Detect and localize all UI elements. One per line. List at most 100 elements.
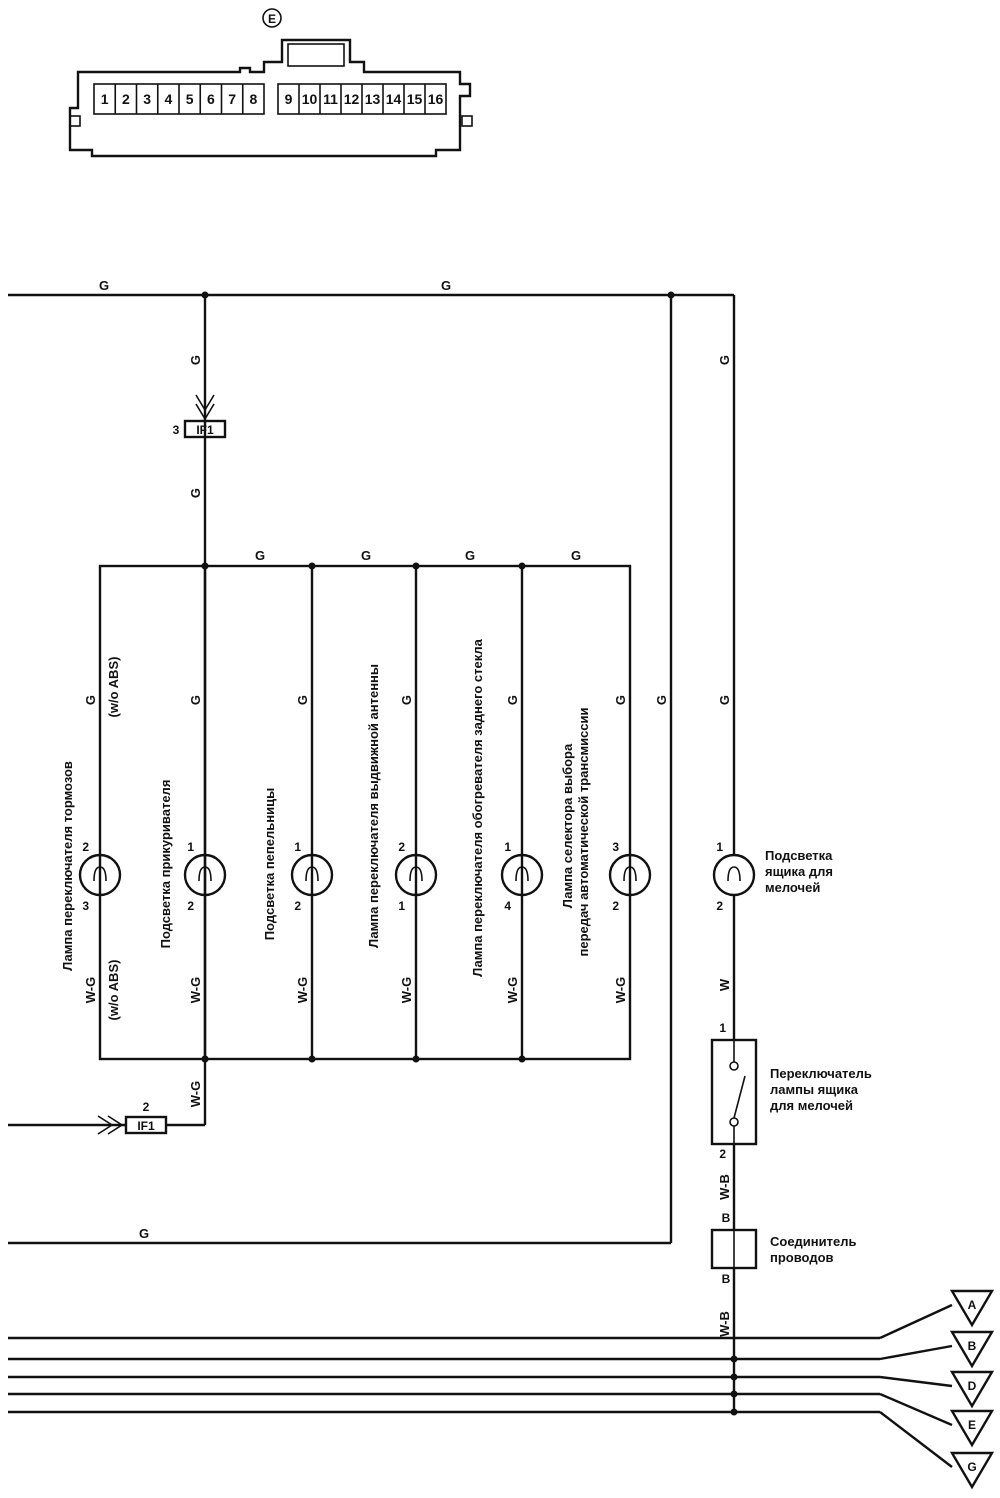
ground-wire-bend [879, 1411, 953, 1468]
lamp-pin-top: 2 [398, 840, 405, 854]
ground-point-label: E [968, 1418, 976, 1432]
connector-pin-label: 3 [143, 91, 151, 107]
wire-label-right-upper: G [717, 355, 732, 365]
lamp-bulb-icon [608, 853, 652, 897]
wire-connector-line1: Соединитель [770, 1234, 857, 1249]
lamp-pin-top: 1 [504, 840, 511, 854]
junction-if1-bottom-pin: 2 [143, 1100, 150, 1114]
ground-triangle-icon [949, 1289, 995, 1328]
glovebox-lamp-pin-bottom: 2 [716, 899, 723, 913]
ground-wire-bend [879, 1344, 953, 1361]
lamp-pin-bottom: 2 [187, 899, 194, 913]
connector-pin-label: 15 [407, 91, 423, 107]
glovebox-lamp-line3: мелочей [765, 880, 820, 895]
junction-dot [201, 562, 209, 570]
junction-dot [308, 562, 316, 570]
glovebox-switch-pin-bottom: 2 [719, 1147, 726, 1161]
wire-label-return: W-G [188, 1081, 203, 1107]
wire-label-branch-g: G [188, 695, 203, 705]
wire-label-wo-abs-top: (w/o ABS) [106, 657, 121, 718]
ground-triangle-icon [949, 1330, 995, 1369]
ground-wire-bend [879, 1303, 953, 1340]
connector-letter: E [268, 12, 276, 26]
switch-blade-icon [733, 1075, 746, 1119]
junction-if1-bottom-id: IF1 [137, 1119, 155, 1133]
ground-point-label: D [968, 1379, 977, 1393]
junction-dot [730, 1390, 738, 1398]
wire-label-bus: G [571, 548, 581, 563]
wire-label-branch-wg: W-G [505, 977, 520, 1003]
connector-tab-left [69, 115, 81, 127]
lamp-name-brake: Лампа переключателя тормозов [60, 761, 75, 971]
lamp-name-cigarette: Подсветка прикуривателя [158, 780, 173, 949]
junction-dot [518, 562, 526, 570]
ground-triangle-icon [949, 1451, 995, 1490]
wire-label-feed-lower: G [188, 488, 203, 498]
connector-pin-label: 13 [365, 91, 381, 107]
connector-pin-label: 9 [285, 91, 293, 107]
lamp-pin-bottom: 1 [398, 899, 405, 913]
arrow-icon [195, 394, 215, 412]
ground-point-label: A [968, 1298, 977, 1312]
connector-pin-label: 14 [386, 91, 402, 107]
lamp-filament-icon [93, 866, 107, 882]
connector-pin-label: 7 [228, 91, 236, 107]
wire-label-branch-g: G [505, 695, 520, 705]
arrow-icon [97, 1115, 114, 1135]
connector-pin-label: 5 [186, 91, 194, 107]
arrow-icon [107, 1115, 124, 1135]
lamp-filament-icon [409, 866, 423, 882]
lamp-bulb-icon [500, 853, 544, 897]
wire-label-top-mid: G [441, 278, 451, 293]
wire-label-branch-wg: W-G [613, 977, 628, 1003]
lamp-name-selector-2: передач автоматической трансмиссии [576, 707, 591, 956]
lamp-bulb-icon [183, 853, 227, 897]
lamp-bulb-icon [712, 853, 756, 897]
glovebox-switch-line3: для мелочей [770, 1098, 853, 1113]
ground-point-label: B [968, 1339, 977, 1353]
connector-pin-label: 10 [302, 91, 318, 107]
lamp-pin-bottom: 2 [294, 899, 301, 913]
connector-letter-circle [262, 8, 282, 28]
wire-label-bus: G [361, 548, 371, 563]
glovebox-switch-pin-top: 1 [719, 1021, 726, 1035]
connector-tab-right [461, 115, 473, 127]
wire-label-mid: G [654, 695, 669, 705]
connector-pin-label: 1 [101, 91, 109, 107]
lamp-filament-icon [623, 866, 637, 882]
lamp-bulb-icon [78, 853, 122, 897]
connector-pin-label: 16 [428, 91, 444, 107]
connector-body [68, 38, 472, 158]
wire-label-wb-upper: W-B [717, 1174, 732, 1200]
junction-dot [412, 562, 420, 570]
arrow-icon [195, 403, 215, 421]
junction-dot [308, 1055, 316, 1063]
glovebox-switch-line1: Переключатель [770, 1066, 872, 1081]
wire-connector-pin-top: B [722, 1211, 731, 1225]
lamp-filament-icon [305, 866, 319, 882]
wire-connector-pin-bottom: B [722, 1272, 731, 1286]
glovebox-lamp: 1 2 Подсветка ящика для мелочей [712, 840, 833, 913]
lamp-filament-icon [727, 866, 741, 882]
lamp-bank-frame [98, 564, 632, 1061]
connector-pin-label: 4 [164, 91, 172, 107]
connector-latch [287, 43, 345, 67]
connector-pin-label: 2 [122, 91, 130, 107]
wire-label-bus: G [255, 548, 265, 563]
wire-label-top-left: G [99, 278, 109, 293]
lamp-pin-bottom: 2 [612, 899, 619, 913]
wire-label-wb-lower: W-B [717, 1311, 732, 1337]
lamp-name-ashtray: Подсветка пепельницы [262, 788, 277, 940]
wire-label-branch-g: G [613, 695, 628, 705]
ground-wire-bend [879, 1392, 953, 1427]
lamp-pin-top: 1 [294, 840, 301, 854]
junction-if1-top-id: IF1 [196, 423, 214, 437]
lamp-pin-bottom: 3 [82, 899, 89, 913]
lamp-pin-top: 3 [612, 840, 619, 854]
junction-dot [201, 1055, 209, 1063]
wire-label-branch-g: G [295, 695, 310, 705]
